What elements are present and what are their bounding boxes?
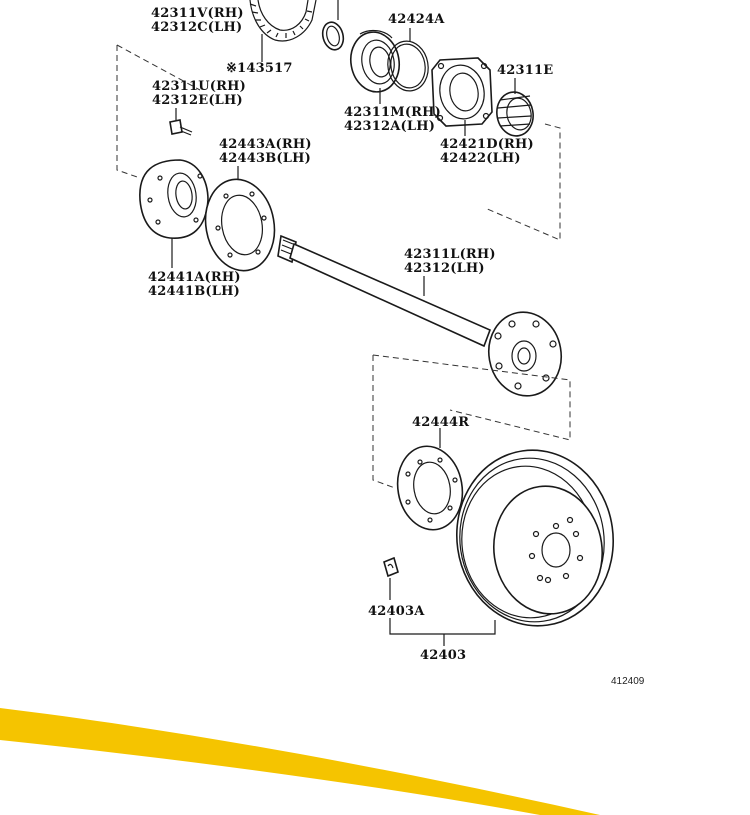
brake-drum-42403 [455,449,615,627]
label-42421D: 42421D(RH) [440,137,534,152]
yellow-banner-band [0,708,600,815]
label-42312: 42312(LH) [404,261,485,276]
label-42443B: 42443B(LH) [219,151,311,166]
label-42403: 42403 [420,648,466,663]
part-labels: 42311V(RH) 42312C(LH) ※143517 42424A 423… [148,6,645,687]
abs-rotor-ring [249,0,317,42]
small-oil-seal [321,0,345,51]
gasket-42443A [204,178,276,272]
label-42312A: 42312A(LH) [344,119,435,134]
label-42441A: 42441A(RH) [148,270,241,285]
bearing-42311E [496,91,534,137]
label-42311M: 42311M(RH) [344,105,441,120]
label-42312E: 42312E(LH) [152,93,243,108]
bearing-42311M [349,29,401,93]
retainer-plate-42441A [139,159,209,239]
axle-shaft-42311L [277,234,562,397]
label-42311V: 42311V(RH) [151,6,244,21]
label-42311U: 42311U(RH) [152,79,246,94]
label-42422: 42422(LH) [440,151,521,166]
label-42311L: 42311L(RH) [404,247,496,262]
bearing-retainer-42421D [431,57,493,127]
gasket-42444R [396,445,464,531]
o-ring-42424A [387,40,429,92]
hub-bolt [169,119,193,136]
screw-42403A [383,556,399,578]
label-42424A: 42424A [388,12,445,27]
diagram-code: 412409 [611,676,645,687]
label-42312C: 42312C(LH) [151,20,242,35]
leader-lines [171,28,516,646]
label-42441B: 42441B(LH) [148,284,240,299]
label-42403A: 42403A [368,604,425,619]
label-42443A: 42443A(RH) [219,137,312,152]
assembly-guides [116,44,571,489]
label-43517: ※143517 [226,61,293,76]
label-42311E: 42311E [497,63,553,78]
label-42444R: 42444R [412,415,469,430]
